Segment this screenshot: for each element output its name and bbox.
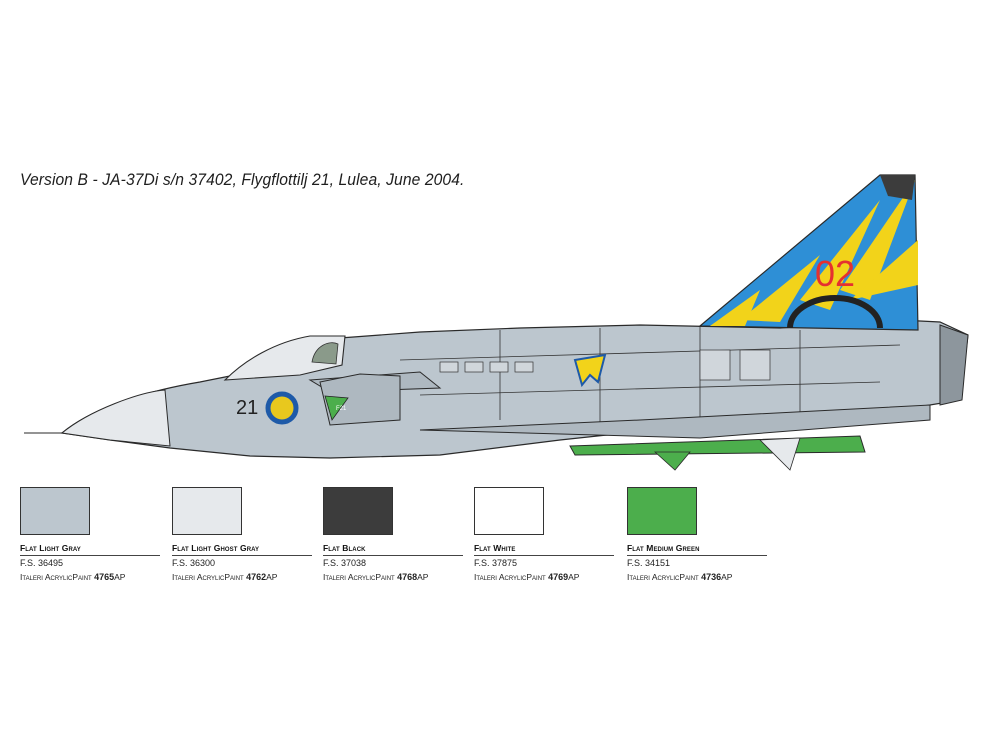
- paint-ref-3: Italeri AcrylicPaint 4768AP: [323, 572, 429, 582]
- divider-5: [627, 555, 767, 556]
- divider-2: [172, 555, 312, 556]
- swatch-light-ghost-gray: [172, 487, 242, 535]
- color-swatch-3: [323, 487, 473, 535]
- paint-ref-2: Italeri AcrylicPaint 4762AP: [172, 572, 278, 582]
- fs-code-2: F.S. 36300: [172, 558, 216, 568]
- nose-radome: [60, 389, 171, 447]
- color-name-3: Flat Black: [323, 543, 366, 553]
- delta-wing: [419, 404, 931, 439]
- nose-number: 21: [236, 397, 258, 419]
- fs-code-5: F.S. 34151: [627, 558, 671, 568]
- fs-code-1: F.S. 36495: [20, 558, 64, 568]
- fs-code-3: F.S. 37038: [323, 558, 367, 568]
- exhaust-nozzle: [939, 324, 969, 406]
- color-name-5: Flat Medium Green: [627, 543, 700, 553]
- color-name-2: Flat Light Ghost Gray: [172, 543, 260, 553]
- divider-4: [474, 555, 614, 556]
- divider-1: [20, 555, 160, 556]
- panel-lines: [399, 326, 901, 425]
- color-swatch-1: [20, 487, 170, 535]
- unit-badge: [324, 395, 349, 421]
- color-name-1: Flat Light Gray: [20, 543, 81, 553]
- aircraft-profile-illustration: 02 21 F21: [24, 174, 969, 471]
- swatch-light-gray: [20, 487, 90, 535]
- color-swatch-5: [627, 487, 777, 535]
- air-intake: [319, 373, 401, 426]
- svg-text:F21: F21: [336, 406, 347, 412]
- pilot-seat: [311, 342, 339, 365]
- paint-ref-1: Italeri AcrylicPaint 4765AP: [20, 572, 126, 582]
- squadron-emblem: [573, 353, 607, 388]
- tail-code: 02: [815, 253, 855, 294]
- canopy: [223, 335, 346, 381]
- paint-ref-4: Italeri AcrylicPaint 4769AP: [474, 572, 580, 582]
- roundel: [265, 391, 299, 425]
- divider-3: [323, 555, 463, 556]
- version-title: Version B - JA-37Di s/n 37402, Flygflott…: [20, 170, 465, 189]
- color-swatch-4: [474, 487, 624, 535]
- paint-ref-5: Italeri AcrylicPaint 4736AP: [627, 572, 733, 582]
- missile: [569, 435, 866, 456]
- swatch-white: [474, 487, 544, 535]
- color-swatch-2: [172, 487, 322, 535]
- swatch-black: [323, 487, 393, 535]
- fs-code-4: F.S. 37875: [474, 558, 518, 568]
- swatch-medium-green: [627, 487, 697, 535]
- color-name-4: Flat White: [474, 543, 516, 553]
